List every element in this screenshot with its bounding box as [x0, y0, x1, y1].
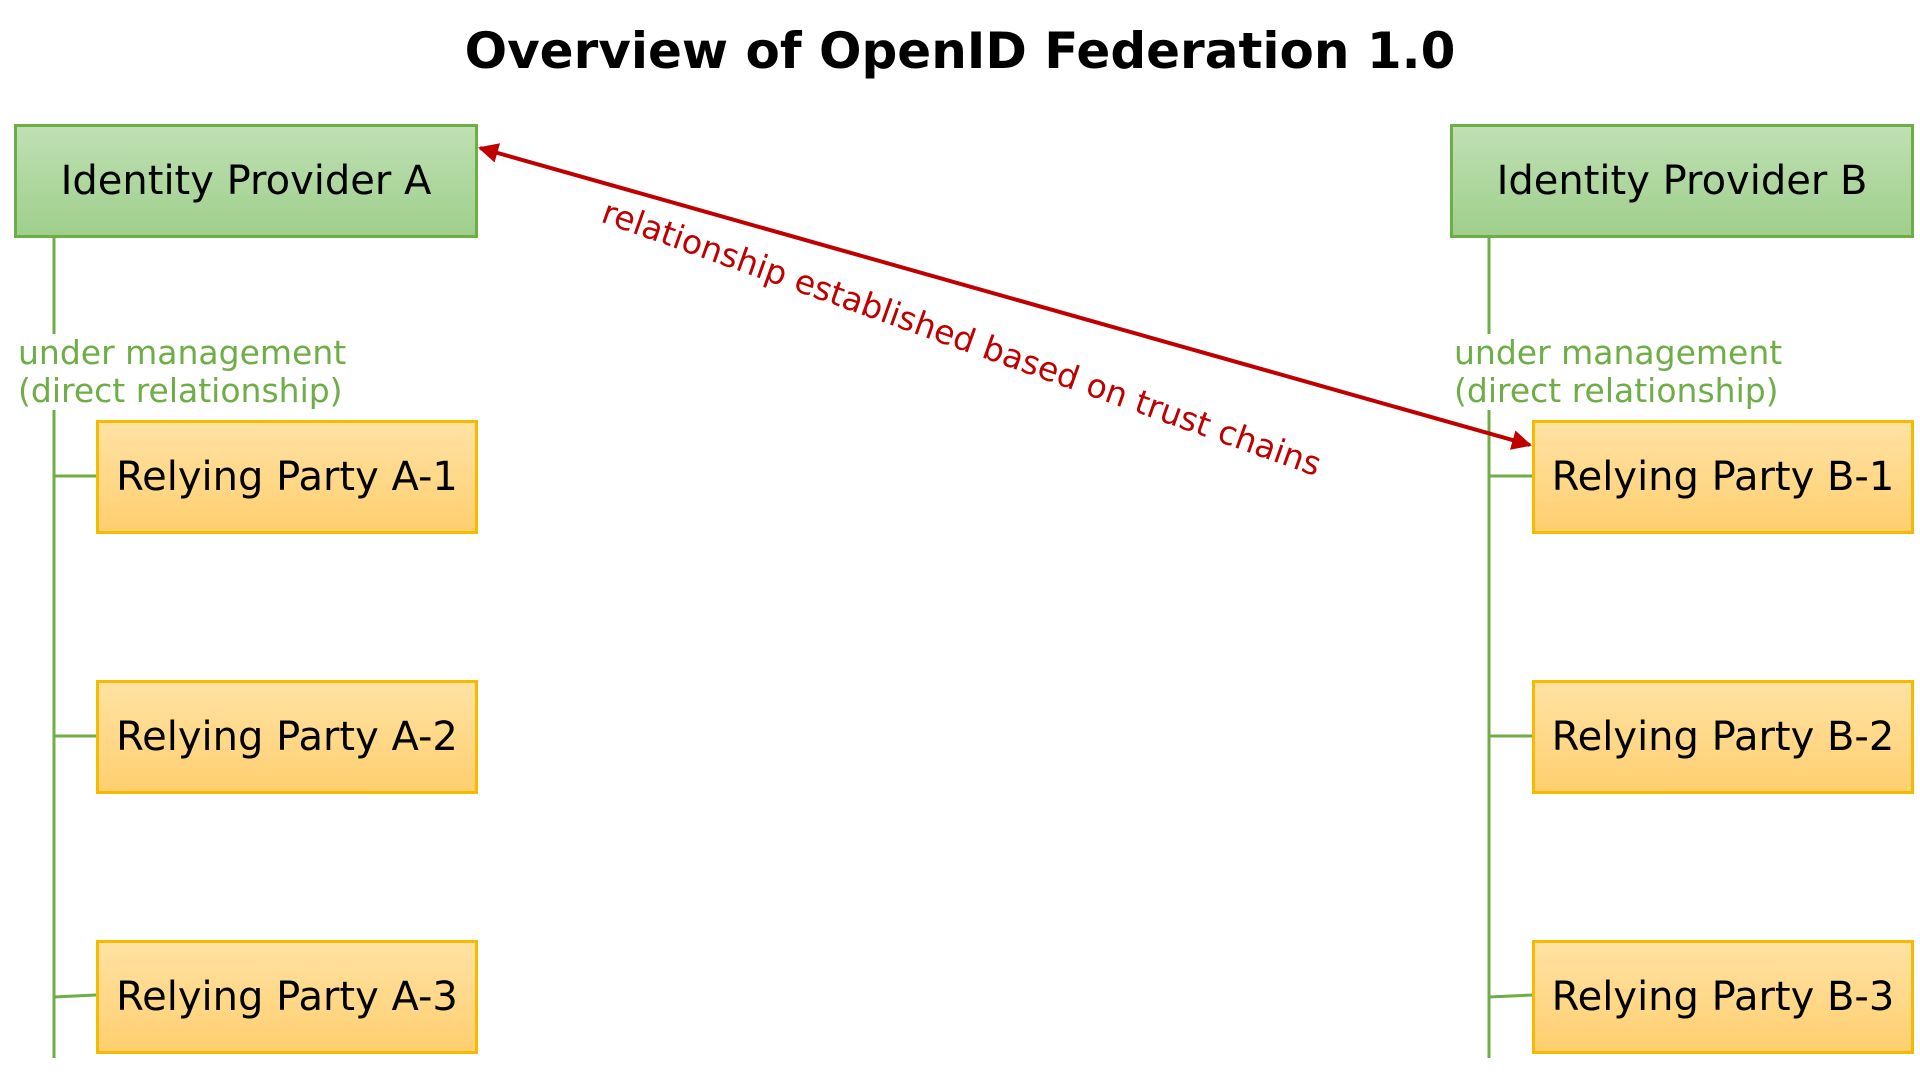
relying-party-a-3: Relying Party A-3 [96, 940, 478, 1054]
relying-party-b-2: Relying Party B-2 [1532, 680, 1914, 794]
identity-provider-b: Identity Provider B [1450, 124, 1914, 238]
management-note-a-line-2: (direct relationship) [18, 371, 343, 410]
relying-party-b-1: Relying Party B-1 [1532, 420, 1914, 534]
management-note-b-line-1: under management [1454, 333, 1783, 372]
page-title: Overview of OpenID Federation 1.0 [464, 22, 1456, 80]
management-branch-a-3 [53, 993, 97, 999]
management-note-b-line-2: (direct relationship) [1454, 371, 1779, 410]
trust-chain-arrow [478, 143, 1532, 450]
management-branch-b-3 [1488, 993, 1533, 999]
management-note-b: under management (direct relationship) [1454, 333, 1783, 410]
management-note-a-line-1: under management [18, 333, 347, 372]
relying-party-a-1: Relying Party A-1 [96, 420, 478, 534]
relying-party-a-2: Relying Party A-2 [96, 680, 478, 794]
management-note-a: under management (direct relationship) [18, 333, 347, 410]
identity-provider-a: Identity Provider A [14, 124, 478, 238]
relying-party-b-3: Relying Party B-3 [1532, 940, 1914, 1054]
